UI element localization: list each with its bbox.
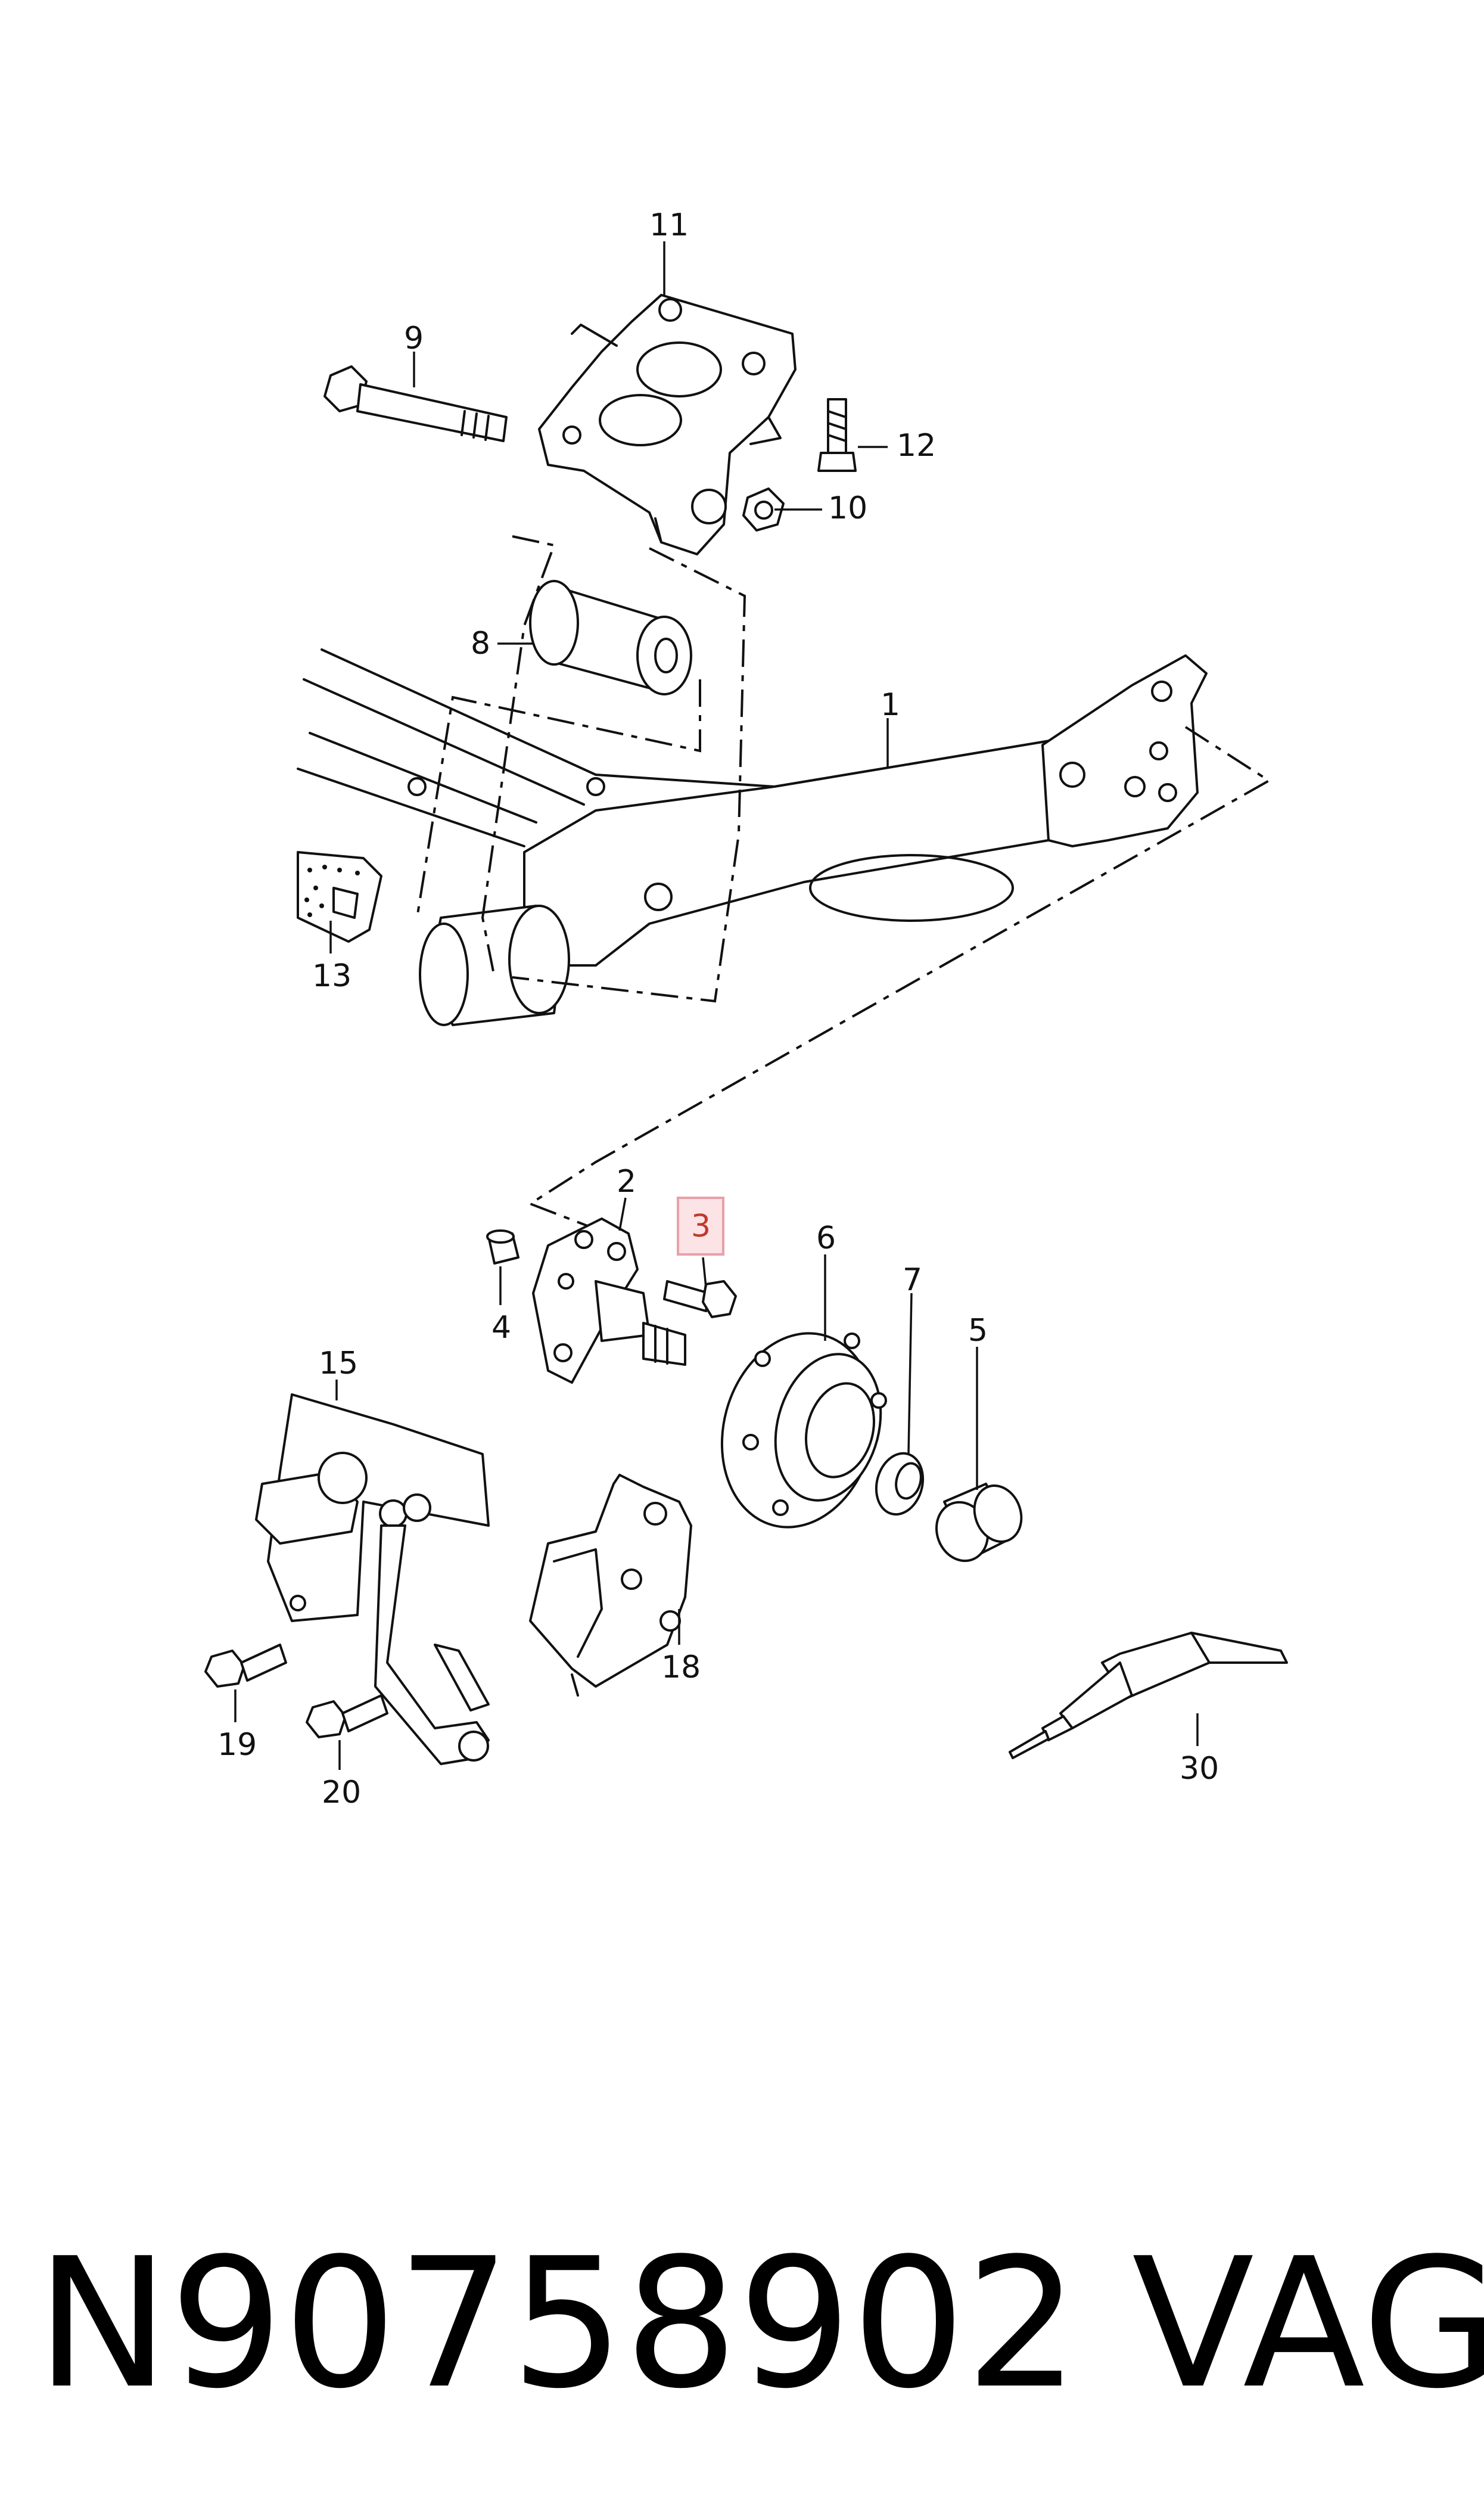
part-12-bolt xyxy=(817,398,857,472)
callout-5: 5 xyxy=(968,1313,988,1349)
part-3-bolt xyxy=(663,1280,737,1318)
callout-10: 10 xyxy=(828,490,867,526)
callout-12: 12 xyxy=(897,428,936,464)
footer-caption: N90758902 VAG xyxy=(36,2220,1484,2428)
part-19-bolt xyxy=(204,1644,287,1688)
part-1-rear-axle-beam xyxy=(297,648,1208,1026)
callout-2: 2 xyxy=(617,1164,636,1200)
callout-19: 19 xyxy=(217,1727,257,1763)
part-5-dust-cap xyxy=(935,1483,1023,1563)
callout-3-highlight xyxy=(677,1197,724,1256)
assembly-dash-lines xyxy=(416,535,1271,1235)
callout-9: 9 xyxy=(404,321,424,356)
part-8-bushing xyxy=(529,580,692,695)
part-2-stub-axle xyxy=(532,1217,686,1384)
leader-lines xyxy=(234,241,1199,1770)
callout-labels: 11 9 12 10 8 1 13 2 3 6 7 5 4 15 18 19 2… xyxy=(217,207,1219,1810)
callout-3: 3 xyxy=(691,1209,711,1244)
part-9-long-bolt xyxy=(323,365,508,442)
callout-18: 18 xyxy=(661,1650,701,1685)
callout-1: 1 xyxy=(881,687,900,723)
part-6-wheel-hub xyxy=(720,1332,887,1529)
part-30-grease-tube xyxy=(1009,1632,1288,1759)
part-4-bushing xyxy=(486,1229,519,1265)
callout-15: 15 xyxy=(319,1346,358,1381)
callout-13: 13 xyxy=(312,958,351,994)
part-15-sensor-bracket xyxy=(255,1393,490,1765)
callout-11: 11 xyxy=(649,207,689,243)
part-18-bracket xyxy=(529,1474,692,1697)
part-11-mounting-bracket xyxy=(538,294,797,555)
callout-8: 8 xyxy=(471,626,490,661)
part-20-bolt xyxy=(306,1694,388,1738)
callout-20: 20 xyxy=(322,1775,361,1810)
part-number: N90758902 xyxy=(36,2220,1079,2428)
callout-30: 30 xyxy=(1180,1751,1219,1787)
part-13-clamp xyxy=(297,851,382,943)
part-7-hub-nut xyxy=(875,1452,925,1516)
part-10-nut xyxy=(742,487,785,532)
callout-6: 6 xyxy=(816,1220,836,1256)
callout-4: 4 xyxy=(491,1310,511,1346)
brand-name: VAG xyxy=(1132,2220,1484,2428)
callout-7: 7 xyxy=(903,1262,922,1298)
